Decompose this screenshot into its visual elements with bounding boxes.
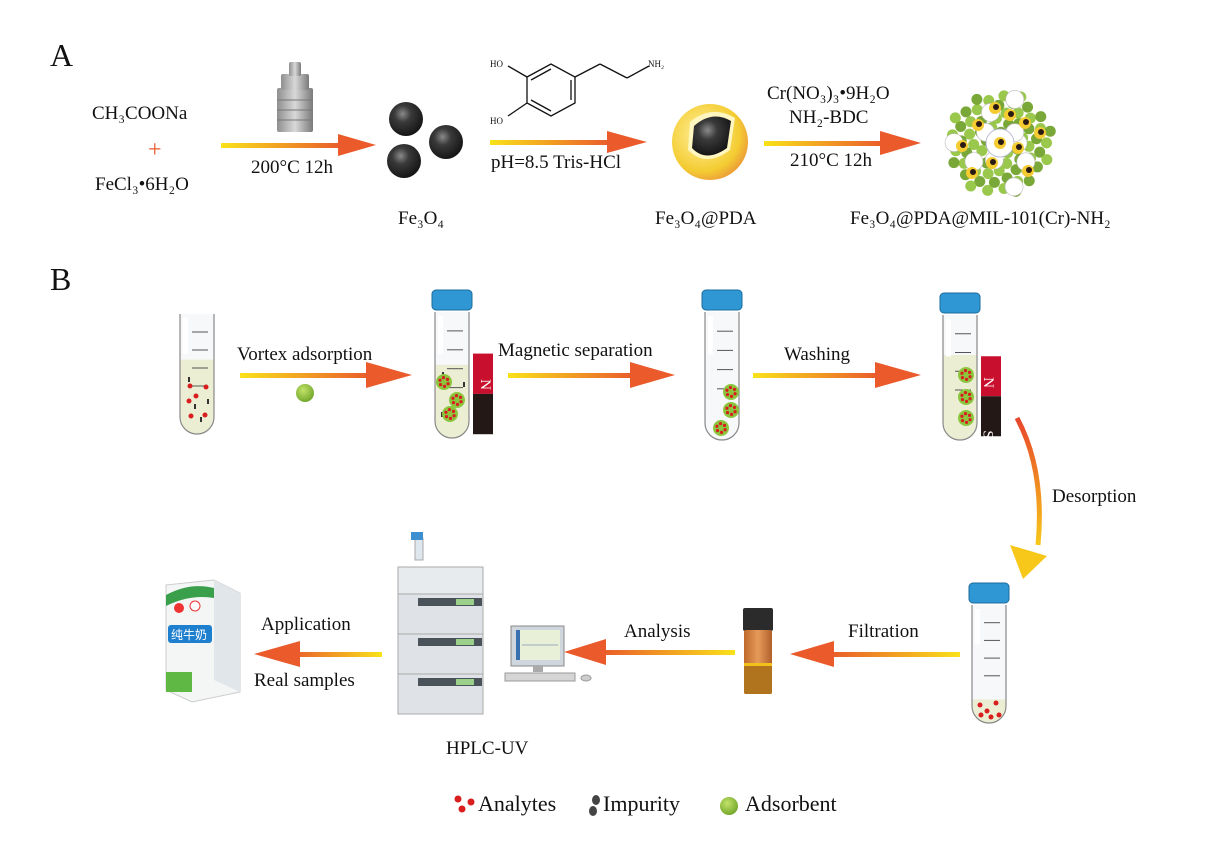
label-hplc-uv: HPLC-UV (446, 738, 529, 759)
arrow-desorption (1010, 416, 1047, 579)
dopamine-structure-icon (507, 63, 650, 117)
step-label-analysis: Analysis (624, 621, 691, 642)
test-tube-separated (701, 289, 743, 441)
milk-carton-icon (165, 579, 241, 703)
test-tube-sample (179, 314, 215, 435)
condition-step1: 200°C 12h (251, 157, 334, 178)
computer-icon (504, 625, 592, 682)
analyte-dots-icon (454, 795, 475, 813)
magnet2-north: N (979, 377, 996, 388)
tube-cap-icon (431, 289, 473, 311)
arrow-step2 (490, 131, 647, 153)
condition-step2: pH=8.5 Tris-HCl (491, 152, 622, 173)
magnet2-south: S (979, 430, 996, 439)
hplc-instrument-icon (397, 532, 484, 715)
magnet-south-pole (981, 396, 1001, 437)
label-fe3o4: Fe₃O₄ (398, 208, 444, 229)
legend-analytes: Analytes (478, 791, 557, 816)
arrow-analysis (564, 639, 735, 665)
step-label-magnetic-separation: Magnetic separation (498, 340, 653, 361)
tube-cap-icon (701, 289, 743, 311)
magnet-north-pole (981, 356, 1001, 397)
arrow-vortex-adsorption (240, 362, 412, 388)
test-tube-adsorption (431, 289, 493, 439)
core-shell-particle-icon (672, 104, 748, 180)
step-label-vortex-adsorption: Vortex adsorption (237, 344, 373, 365)
tube-cap-icon (939, 292, 981, 314)
reagent-chromium-nitrate: Cr(NO₃)₃•9H₂O (767, 83, 890, 104)
panel-letter-a: A (50, 37, 74, 73)
arrow-step3 (764, 131, 921, 155)
label-fe3o4-pda: Fe₃O₄@PDA (655, 208, 757, 229)
reactant-sodium-acetate: CH₃COONa (92, 103, 188, 124)
step-label-washing: Washing (784, 344, 851, 365)
condition-step3: 210°C 12h (790, 150, 873, 171)
arrow-filtration (790, 641, 960, 667)
step-label-real-samples: Real samples (254, 670, 355, 691)
step-label-application: Application (261, 614, 351, 635)
step-label-desorption: Desorption (1052, 486, 1137, 507)
arrow-step1 (221, 134, 376, 156)
autoclave-icon (277, 62, 313, 132)
arrow-washing (753, 362, 921, 388)
tube-cap-icon (968, 582, 1010, 604)
label-composite: Fe₃O₄@PDA@MIL-101(Cr)-NH₂ (850, 208, 1111, 229)
label-ho-bottom: HO (490, 116, 503, 126)
reagent-nh2-bdc: NH₂-BDC (789, 107, 869, 128)
legend-adsorbent: Adsorbent (745, 791, 837, 816)
magnet-north-pole (473, 353, 493, 394)
magnet1-south: S (476, 434, 493, 443)
arrow-application (254, 641, 382, 667)
fe3o4-spheres-icon (387, 102, 463, 178)
test-tube-desorption (968, 582, 1010, 724)
panel-letter-b: B (50, 261, 72, 297)
label-nh2: NH₂ (648, 59, 665, 69)
mof-composite-icon (944, 90, 1056, 197)
magnet-south-pole (473, 393, 493, 435)
step-label-filtration: Filtration (848, 621, 919, 642)
plus-sign: + (148, 137, 162, 163)
magnet1-north: N (476, 379, 493, 390)
legend-impurity: Impurity (603, 791, 680, 816)
milk-carton-text: 纯牛奶 (171, 628, 208, 642)
reactant-ferric-chloride: FeCl₃•6H₂O (95, 174, 189, 195)
impurity-dots-icon (589, 795, 600, 816)
test-tube-washing (939, 292, 1001, 441)
adsorbent-legend-icon (720, 797, 738, 815)
adsorbent-ball-icon (296, 384, 314, 402)
arrow-magnetic-separation (508, 362, 675, 388)
label-ho-top: HO (490, 59, 503, 69)
amber-vial-icon (743, 608, 773, 694)
